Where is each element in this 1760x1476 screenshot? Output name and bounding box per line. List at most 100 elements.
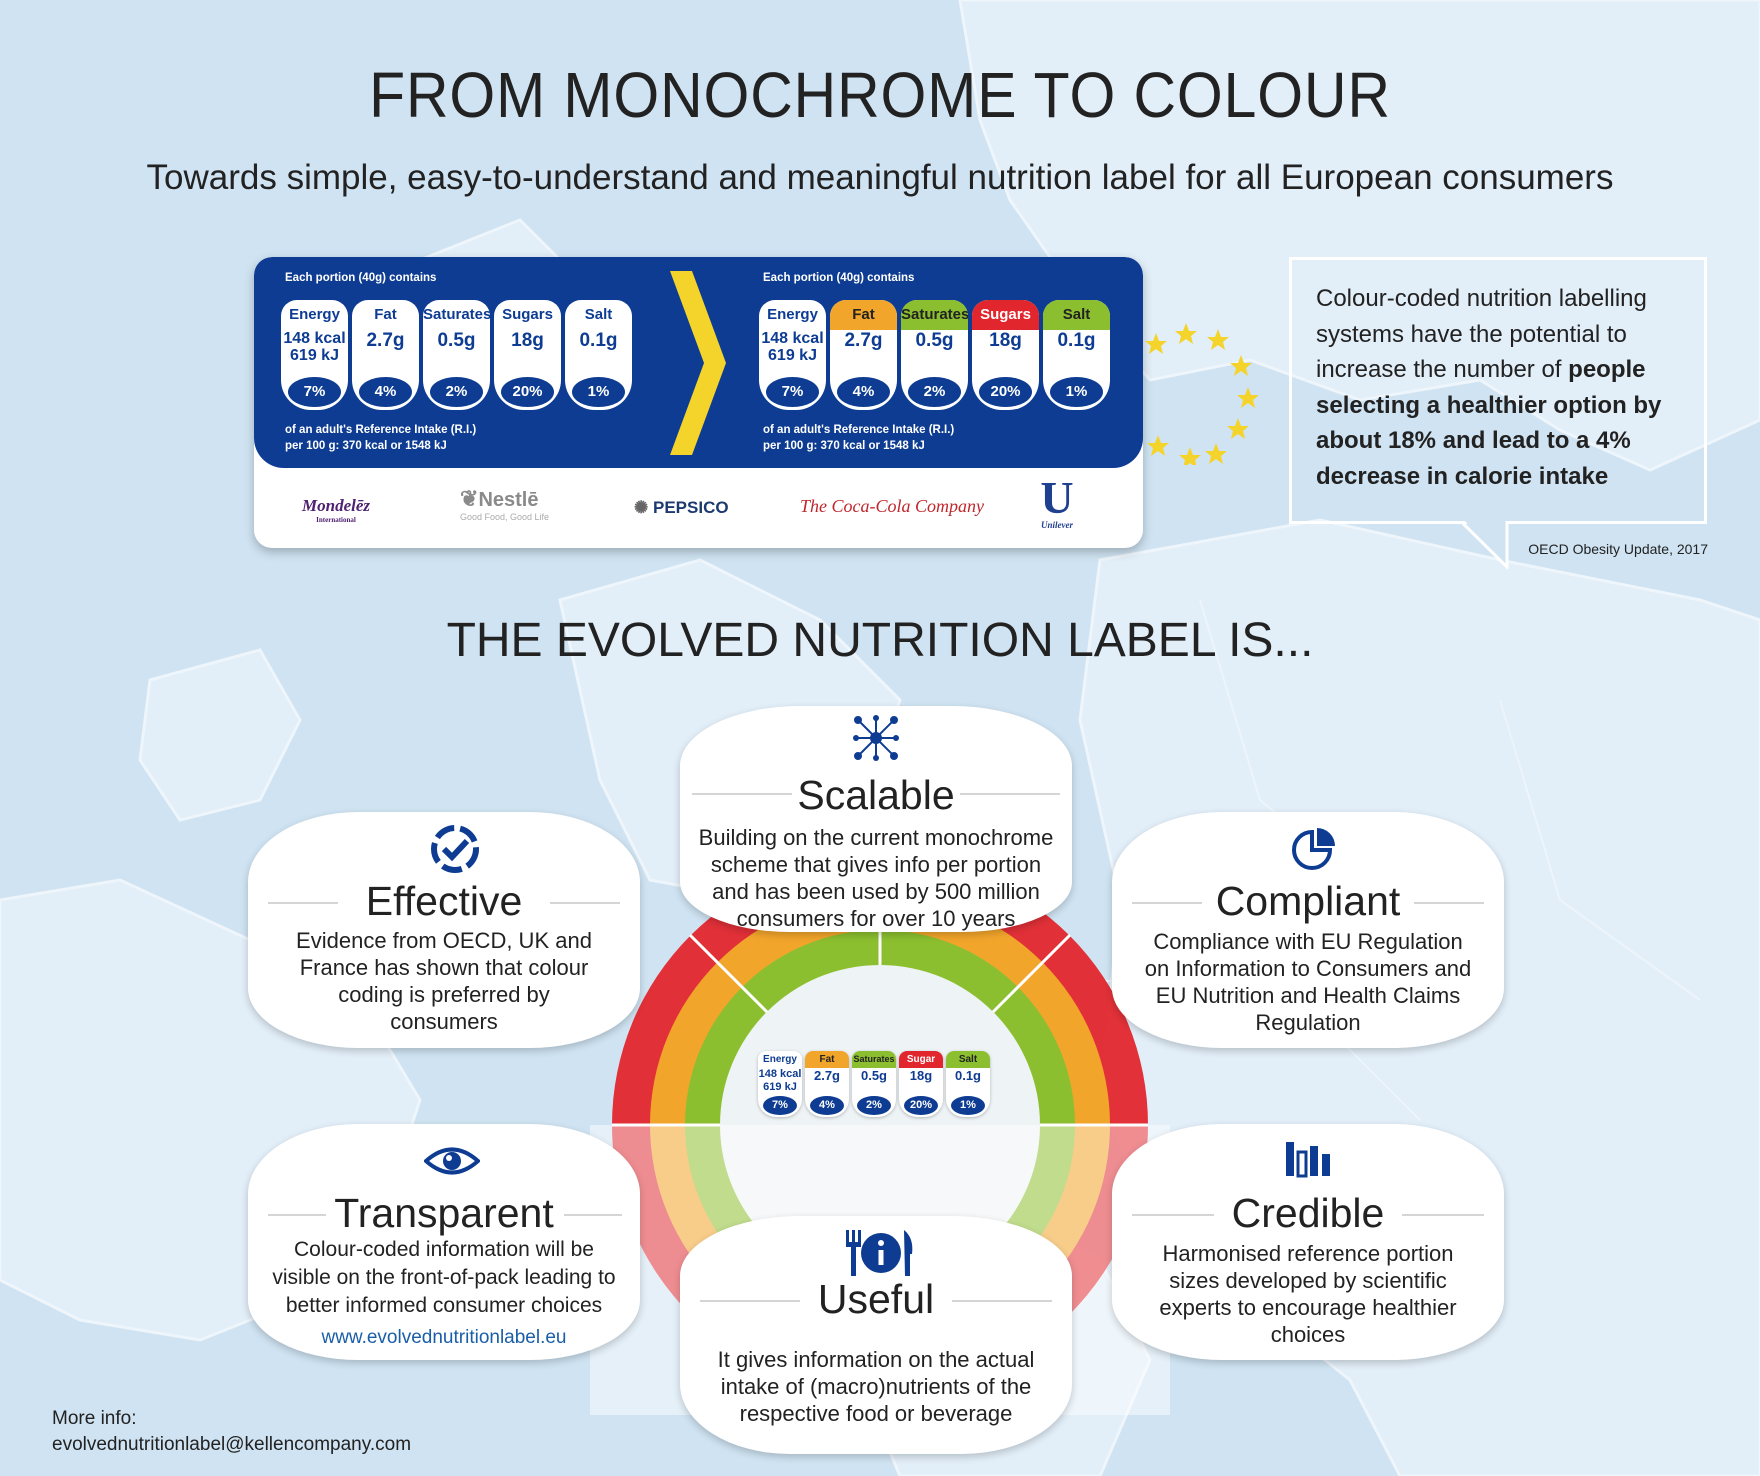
divider — [268, 902, 338, 904]
label-heading-right: Each portion (40g) contains — [763, 272, 915, 284]
mini-percent: 7% — [763, 1096, 797, 1115]
nutrient-salt-colour: Salt 0.1g 1% — [1043, 300, 1110, 410]
mini-sugar: Sugar 18g 20% — [899, 1051, 943, 1117]
quote-text: Colour-coded nutrition labelling systems… — [1316, 285, 1662, 490]
cocacola-logo: The Coca-Cola Company — [800, 496, 984, 516]
network-icon — [853, 715, 899, 761]
nutrient-percent: 1% — [572, 377, 625, 407]
unilever-u-icon: U — [1040, 472, 1074, 523]
nutrient-name: Fat — [374, 306, 397, 323]
website-link[interactable]: www.evolvednutritionlabel.eu — [321, 1327, 567, 1348]
nutrient-value: 18g — [989, 330, 1022, 351]
cutlery-info-icon — [846, 1230, 913, 1276]
divider — [550, 902, 620, 904]
divider — [960, 793, 1060, 795]
divider — [1414, 902, 1484, 904]
main-title: FROM MONOCHROME TO COLOUR — [369, 59, 1391, 131]
nestle-logo: ❦Nestlē Good Food, Good Life — [460, 486, 550, 522]
contact-email[interactable]: evolvednutritionlabel@kellencompany.com — [52, 1434, 412, 1455]
divider — [268, 1214, 326, 1216]
mini-percent: 1% — [951, 1096, 985, 1115]
more-info: More info: evolvednutritionlabel@kellenc… — [52, 1406, 411, 1458]
pepsico-globe-icon: ✺ — [634, 498, 649, 517]
nutrient-name: Fat — [830, 300, 897, 330]
mini-value: 2.7g — [813, 1068, 840, 1083]
nutrient-name: Sugars — [502, 306, 553, 323]
nutrient-salt-mono: Salt 0.1g 1% — [565, 300, 632, 410]
divider — [692, 793, 792, 795]
divider — [700, 1300, 800, 1302]
nutrient-percent: 20% — [979, 377, 1032, 407]
mini-percent: 20% — [904, 1096, 938, 1115]
card-title: Useful — [817, 1276, 935, 1322]
nutrient-value: 0.1g — [579, 330, 618, 351]
divider — [1402, 1214, 1484, 1216]
subtitle: Towards simple, easy-to-understand and m… — [146, 158, 1614, 197]
speech-tail — [1462, 521, 1509, 569]
nutrient-name: Salt — [1043, 300, 1110, 330]
nutrient-name: Energy — [289, 306, 340, 323]
divider — [1132, 902, 1202, 904]
check-badge-icon — [431, 825, 479, 873]
nutrient-value: 18g — [511, 330, 544, 351]
unilever-logo: U Unilever — [1027, 472, 1087, 531]
eu-stars-icon — [1145, 323, 1258, 465]
mini-percent: 4% — [810, 1096, 844, 1115]
nutrient-name: Energy — [767, 306, 818, 323]
card-useful: Useful It gives information on the actua… — [680, 1216, 1072, 1454]
card-body: Building on the current monochrome schem… — [698, 825, 1054, 931]
mini-value: 0.1g — [954, 1068, 981, 1083]
quote-source: OECD Obesity Update, 2017 — [1528, 541, 1708, 557]
nutrient-value: 2.7g — [844, 330, 883, 351]
nutrient-value: 0.5g — [915, 330, 954, 351]
eye-icon — [424, 1147, 480, 1175]
mini-name: Fat — [805, 1051, 849, 1068]
divider — [952, 1300, 1052, 1302]
card-title: Transparent — [334, 1190, 554, 1236]
label-heading-left: Each portion (40g) contains — [285, 272, 437, 284]
chevron-right-icon — [670, 271, 726, 455]
nutrient-sugars-colour: Sugars 18g 20% — [972, 300, 1039, 410]
nest-icon: ❦ — [460, 486, 479, 511]
card-title: Scalable — [797, 772, 955, 818]
brand-logos: Mondelēz International ❦Nestlē Good Food… — [254, 468, 1143, 548]
nutrient-name: Saturates — [901, 300, 968, 330]
card-compliant: Compliant Compliance with EU Regulation … — [1112, 812, 1504, 1048]
pie-chart-icon — [1292, 828, 1335, 870]
card-scalable: Scalable Building on the current monochr… — [680, 706, 1072, 932]
nutrient-fat-colour: Fat 2.7g 4% — [830, 300, 897, 410]
card-title: Credible — [1231, 1190, 1385, 1236]
mini-percent: 2% — [857, 1096, 891, 1115]
label-footer-left: of an adult's Reference Intake (R.I.)per… — [285, 424, 477, 452]
label-blue-band: Each portion (40g) contains Each portion… — [254, 257, 1143, 468]
nutrient-name: Saturates — [423, 306, 490, 323]
mini-value: 0.5g — [860, 1068, 887, 1083]
nutrient-percent: 4% — [359, 377, 412, 407]
card-body: Compliance with EU Regulation on Informa… — [1144, 929, 1472, 1035]
card-body: Harmonised reference portion sizes devel… — [1159, 1241, 1457, 1347]
pepsico-logo: ✺ PEPSICO — [634, 498, 729, 517]
card-title: Compliant — [1215, 878, 1401, 924]
nutrient-name: Salt — [584, 306, 613, 323]
card-body: Colour-coded information will be visible… — [272, 1238, 616, 1317]
nutrient-value: 0.5g — [437, 330, 476, 351]
nutrient-saturates-colour: Saturates 0.5g 2% — [901, 300, 968, 410]
card-credible: Credible Harmonised reference portion si… — [1112, 1124, 1504, 1360]
mini-salt: Salt 0.1g 1% — [946, 1051, 990, 1117]
mondelez-logo: Mondelēz International — [302, 496, 370, 524]
nutrient-percent: 20% — [501, 377, 554, 407]
card-body: Evidence from OECD, UK and France has sh… — [296, 928, 592, 1034]
mini-value: 18g — [909, 1068, 933, 1083]
mini-fat: Fat 2.7g 4% — [805, 1051, 849, 1117]
nutrient-percent: 1% — [1050, 377, 1103, 407]
mini-name: Energy — [763, 1054, 797, 1065]
nutrient-percent: 4% — [837, 377, 890, 407]
nutrient-percent: 7% — [288, 377, 341, 407]
card-body: It gives information on the actual intak… — [717, 1347, 1035, 1426]
divider — [1132, 1214, 1214, 1216]
nutrient-fat-mono: Fat 2.7g 4% — [352, 300, 419, 410]
